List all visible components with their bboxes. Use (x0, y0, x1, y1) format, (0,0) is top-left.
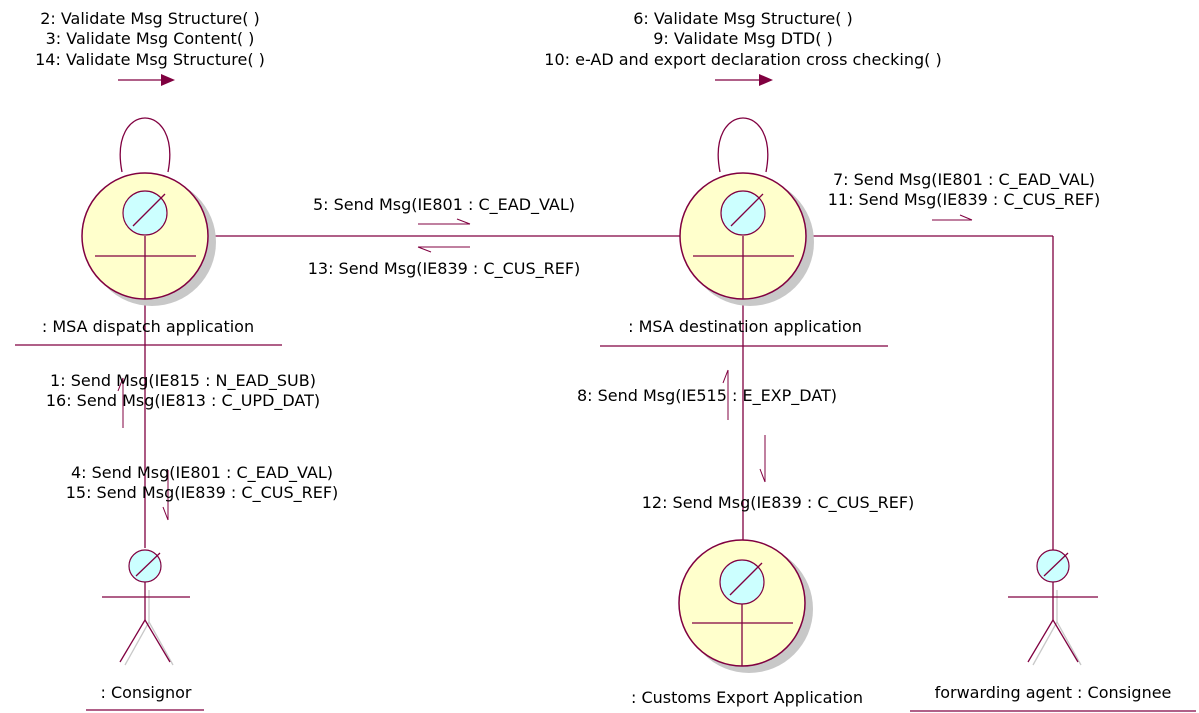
object-icon (729, 562, 763, 596)
message-label: 13: Send Msg(IE839 : C_CUS_REF) (308, 259, 581, 279)
message-label: 4: Send Msg(IE801 : C_EAD_VAL) (71, 463, 333, 483)
message-label: 1: Send Msg(IE815 : N_EAD_SUB) (50, 371, 316, 391)
consignor-actor[interactable] (102, 549, 190, 666)
message-label: 12: Send Msg(IE839 : C_CUS_REF) (642, 493, 915, 513)
dispatch-label: : MSA dispatch application (42, 317, 254, 336)
object-icon (132, 193, 166, 227)
dispatch-object[interactable] (81, 172, 216, 306)
self-loop-dispatch (119, 117, 171, 173)
message-label: 6: Validate Msg Structure( ) (633, 9, 853, 28)
arrow-msg-7-11 (932, 214, 973, 221)
consignee-label: forwarding agent : Consignee (935, 683, 1172, 702)
arrow-msg-1-16 (117, 377, 124, 428)
customs-object[interactable] (678, 539, 813, 673)
arrow-msg-4-15 (162, 470, 169, 521)
message-label: 11: Send Msg(IE839 : C_CUS_REF) (828, 190, 1101, 210)
message-label: 10: e-AD and export declaration cross ch… (544, 50, 941, 69)
destination-object[interactable] (679, 172, 814, 306)
object-icon (730, 193, 764, 227)
message-label: 14: Validate Msg Structure( ) (35, 50, 265, 69)
arrow-msg-12 (759, 435, 766, 483)
customs-label: : Customs Export Application (631, 688, 863, 707)
self-loop-destination (717, 117, 769, 173)
message-label: 5: Send Msg(IE801 : C_EAD_VAL) (313, 195, 575, 215)
arrow-msg-13 (417, 246, 470, 253)
message-label: 15: Send Msg(IE839 : C_CUS_REF) (66, 483, 339, 503)
consignor-label: : Consignor (100, 683, 191, 702)
links (144, 235, 1054, 550)
message-label: 7: Send Msg(IE801 : C_EAD_VAL) (833, 170, 1095, 190)
destination-label: : MSA destination application (628, 317, 862, 336)
arrow-msg-5 (418, 218, 471, 225)
consignee-actor[interactable] (1008, 549, 1098, 666)
message-label: 16: Send Msg(IE813 : C_UPD_DAT) (46, 391, 320, 411)
arrow-dispatch-self (118, 74, 175, 86)
arrow-destination-self (715, 74, 773, 86)
message-label: 2: Validate Msg Structure( ) (40, 9, 260, 28)
message-label: 3: Validate Msg Content( ) (46, 29, 255, 48)
arrow-msg-8 (722, 369, 729, 420)
message-label: 9: Validate Msg DTD( ) (653, 29, 833, 48)
message-label: 8: Send Msg(IE515 : E_EXP_DAT) (577, 386, 837, 406)
